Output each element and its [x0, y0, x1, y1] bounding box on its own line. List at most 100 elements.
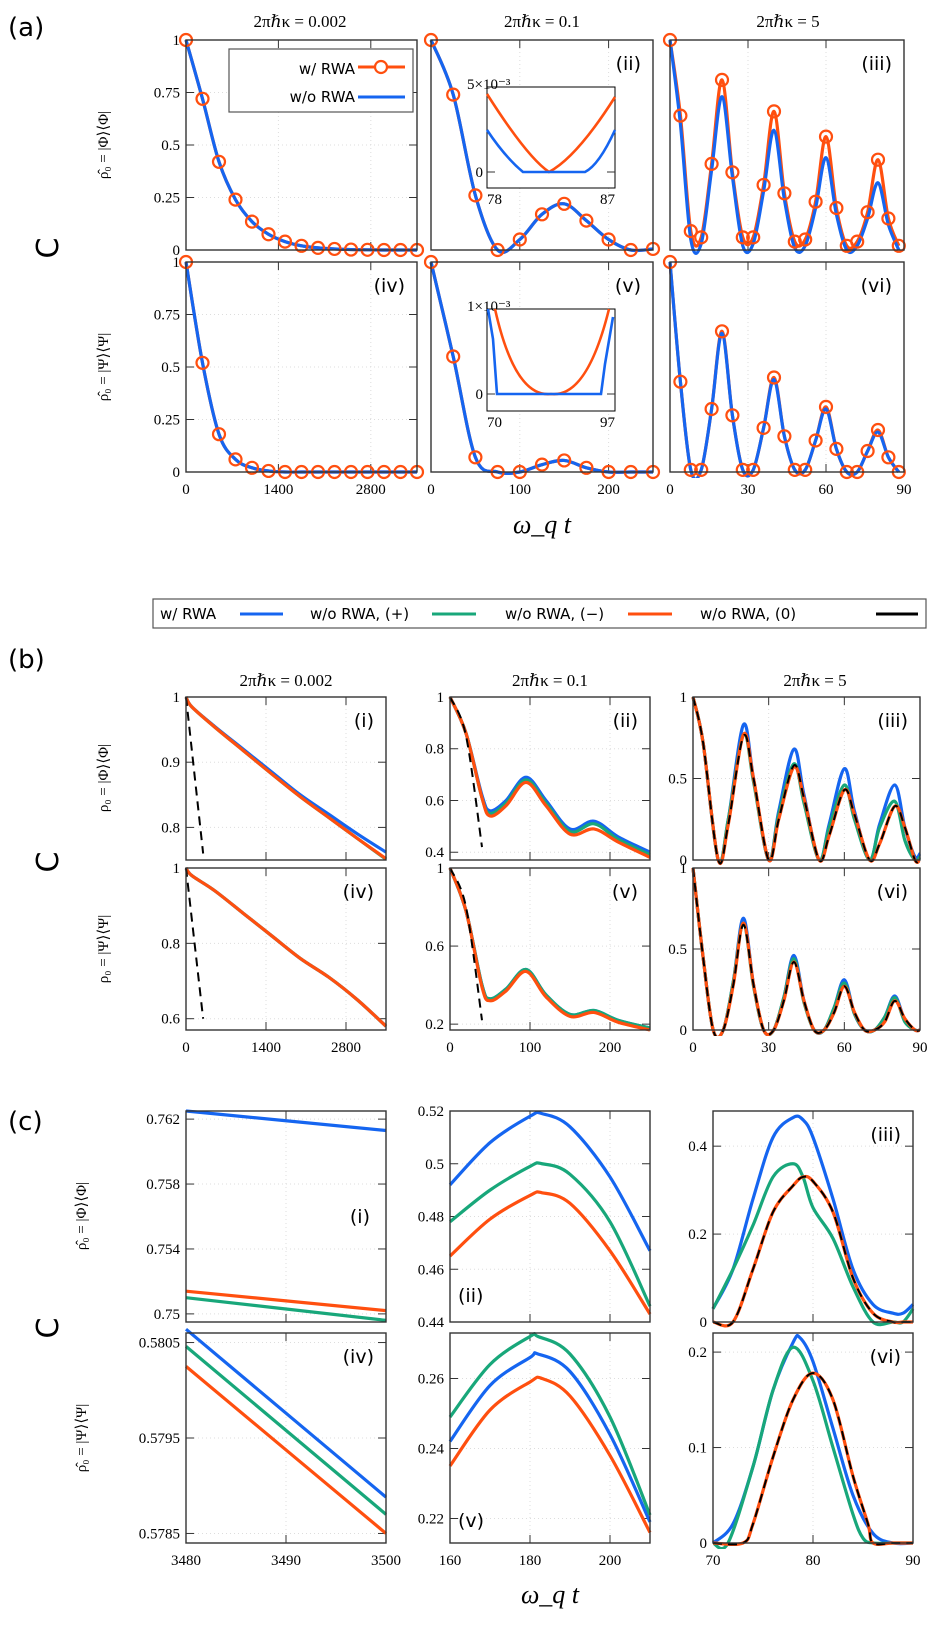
y-tick-label: 0 [173, 243, 181, 259]
marker-circle [683, 224, 698, 239]
x-tick-label: 2800 [356, 482, 386, 498]
inset-xmin-label: 78 [487, 192, 502, 208]
marker-circle [746, 462, 761, 477]
marker-circle [756, 177, 771, 192]
x-tick-label: 3490 [271, 1553, 301, 1569]
ylabel-C-c: C [31, 1318, 66, 1339]
inset-ytop-label: 5×10⁻³ [467, 77, 511, 93]
marker-circle [195, 91, 210, 106]
x-tick-label: 60 [819, 482, 834, 498]
axes-frame [692, 696, 921, 861]
marker-circle [829, 200, 844, 216]
x-tick-label: 0 [182, 482, 190, 498]
subpanel-label: (vi) [870, 1346, 901, 1368]
x-tick-label: 3480 [171, 1553, 201, 1569]
legend-bc-label-2: w/o RWA, (−) [505, 605, 604, 623]
y-tick-label: 0 [680, 853, 688, 869]
subpanel-label: (v) [615, 275, 641, 297]
row-label-a-bottom: ρ̂₀ = |Ψ⟩⟨Ψ| [96, 333, 112, 402]
marker-circle [860, 205, 875, 220]
axes-frame [669, 261, 905, 473]
x-tick-label: 30 [741, 482, 756, 498]
row-label-c-top: ρ̂₀ = |Φ⟩⟨Φ| [74, 1182, 90, 1250]
marker-circle [870, 152, 886, 167]
series-line [449, 1161, 652, 1307]
marker-circle [694, 230, 709, 245]
axes-frame [185, 867, 387, 1031]
marker-circle [860, 443, 875, 459]
marker-circle [211, 427, 227, 442]
y-tick-label: 0.22 [418, 1512, 444, 1528]
legend-bc-label-3: w/o RWA, (0) [700, 605, 796, 623]
marker-circle [579, 213, 594, 228]
row-label-c-bottom: ρ̂₀ = |Ψ⟩⟨Ψ| [74, 1404, 90, 1473]
row-label-a-top: ρ̂₀ = |Φ⟩⟨Φ| [96, 111, 112, 179]
series-line [712, 1372, 913, 1546]
marker-circle [579, 460, 594, 475]
y-tick-label: 0.75 [154, 1307, 180, 1323]
marker-circle [468, 450, 483, 465]
subplot-b-ii: 0.40.60.81(ii) [425, 690, 651, 861]
marker-circle [512, 232, 527, 247]
subplot-c-ii: 0.440.460.480.50.52(ii) [418, 1104, 652, 1331]
x-tick-label: 70 [706, 1553, 721, 1569]
series-line [184, 696, 387, 861]
axes-frame [449, 696, 651, 861]
y-tick-label: 0.6 [161, 1012, 180, 1028]
col-title-a-1: 2πℏκ = 0.002 [254, 12, 347, 31]
axes-frame [185, 1332, 387, 1544]
axes-frame [430, 261, 654, 473]
marker-circle [534, 207, 550, 222]
y-tick-label: 0.754 [146, 1242, 180, 1258]
x-tick-label: 2800 [331, 1040, 361, 1056]
y-tick-label: 1 [437, 861, 445, 877]
series-line [449, 867, 483, 1021]
y-tick-label: 0.8 [161, 820, 180, 836]
y-tick-label: 0.2 [425, 1017, 444, 1033]
subpanel-label: (v) [458, 1510, 484, 1532]
marker-circle [777, 186, 792, 201]
series-line [184, 1345, 388, 1516]
inset-y0-label: 0 [476, 165, 484, 181]
marker-circle [818, 129, 834, 144]
marker-circle [195, 355, 210, 370]
x-tick-label: 3500 [371, 1553, 401, 1569]
marker-circle [808, 433, 823, 448]
series-line [184, 867, 388, 1028]
x-tick-label: 160 [439, 1553, 462, 1569]
x-tick-label: 0 [689, 1040, 697, 1056]
plot-area: 00.250.50.751(i)(ii)5×10⁻³07887(iii)00.2… [139, 32, 928, 1569]
marker-circle [725, 408, 740, 423]
x-tick-label: 0 [446, 1040, 454, 1056]
col-title-a-3: 2πℏκ = 5 [756, 12, 819, 31]
marker-circle [870, 422, 886, 438]
y-tick-label: 0.5 [161, 138, 180, 154]
series-line [668, 39, 901, 256]
axes-frame [712, 1110, 914, 1323]
marker-circle [714, 72, 730, 88]
marker-circle [735, 230, 750, 245]
marker-circle [756, 420, 771, 435]
series-line [185, 1296, 387, 1322]
subplot-c-iii: 00.20.4(iii) [688, 1110, 915, 1331]
subpanel-label: (vi) [861, 275, 892, 297]
subplot-b-iii: 00.51(iii) [668, 690, 922, 869]
marker-circle [746, 230, 761, 245]
marker-circle [766, 370, 782, 385]
y-tick-label: 0.5805 [139, 1336, 180, 1352]
legend-bc-label-1: w/o RWA, (+) [310, 605, 409, 623]
axes-frame [712, 1332, 914, 1544]
marker-circle [818, 399, 834, 414]
series-line [691, 696, 921, 865]
marker-circle [808, 194, 823, 209]
series-line [185, 867, 205, 1019]
x-tick-label: 100 [509, 482, 532, 498]
subpanel-label: (iii) [877, 710, 908, 732]
x-tick-label: 80 [806, 1553, 821, 1569]
axes-frame [449, 1332, 651, 1544]
subpanel-label: (iv) [343, 881, 374, 903]
legend-a-label-1: w/o RWA [290, 88, 356, 106]
